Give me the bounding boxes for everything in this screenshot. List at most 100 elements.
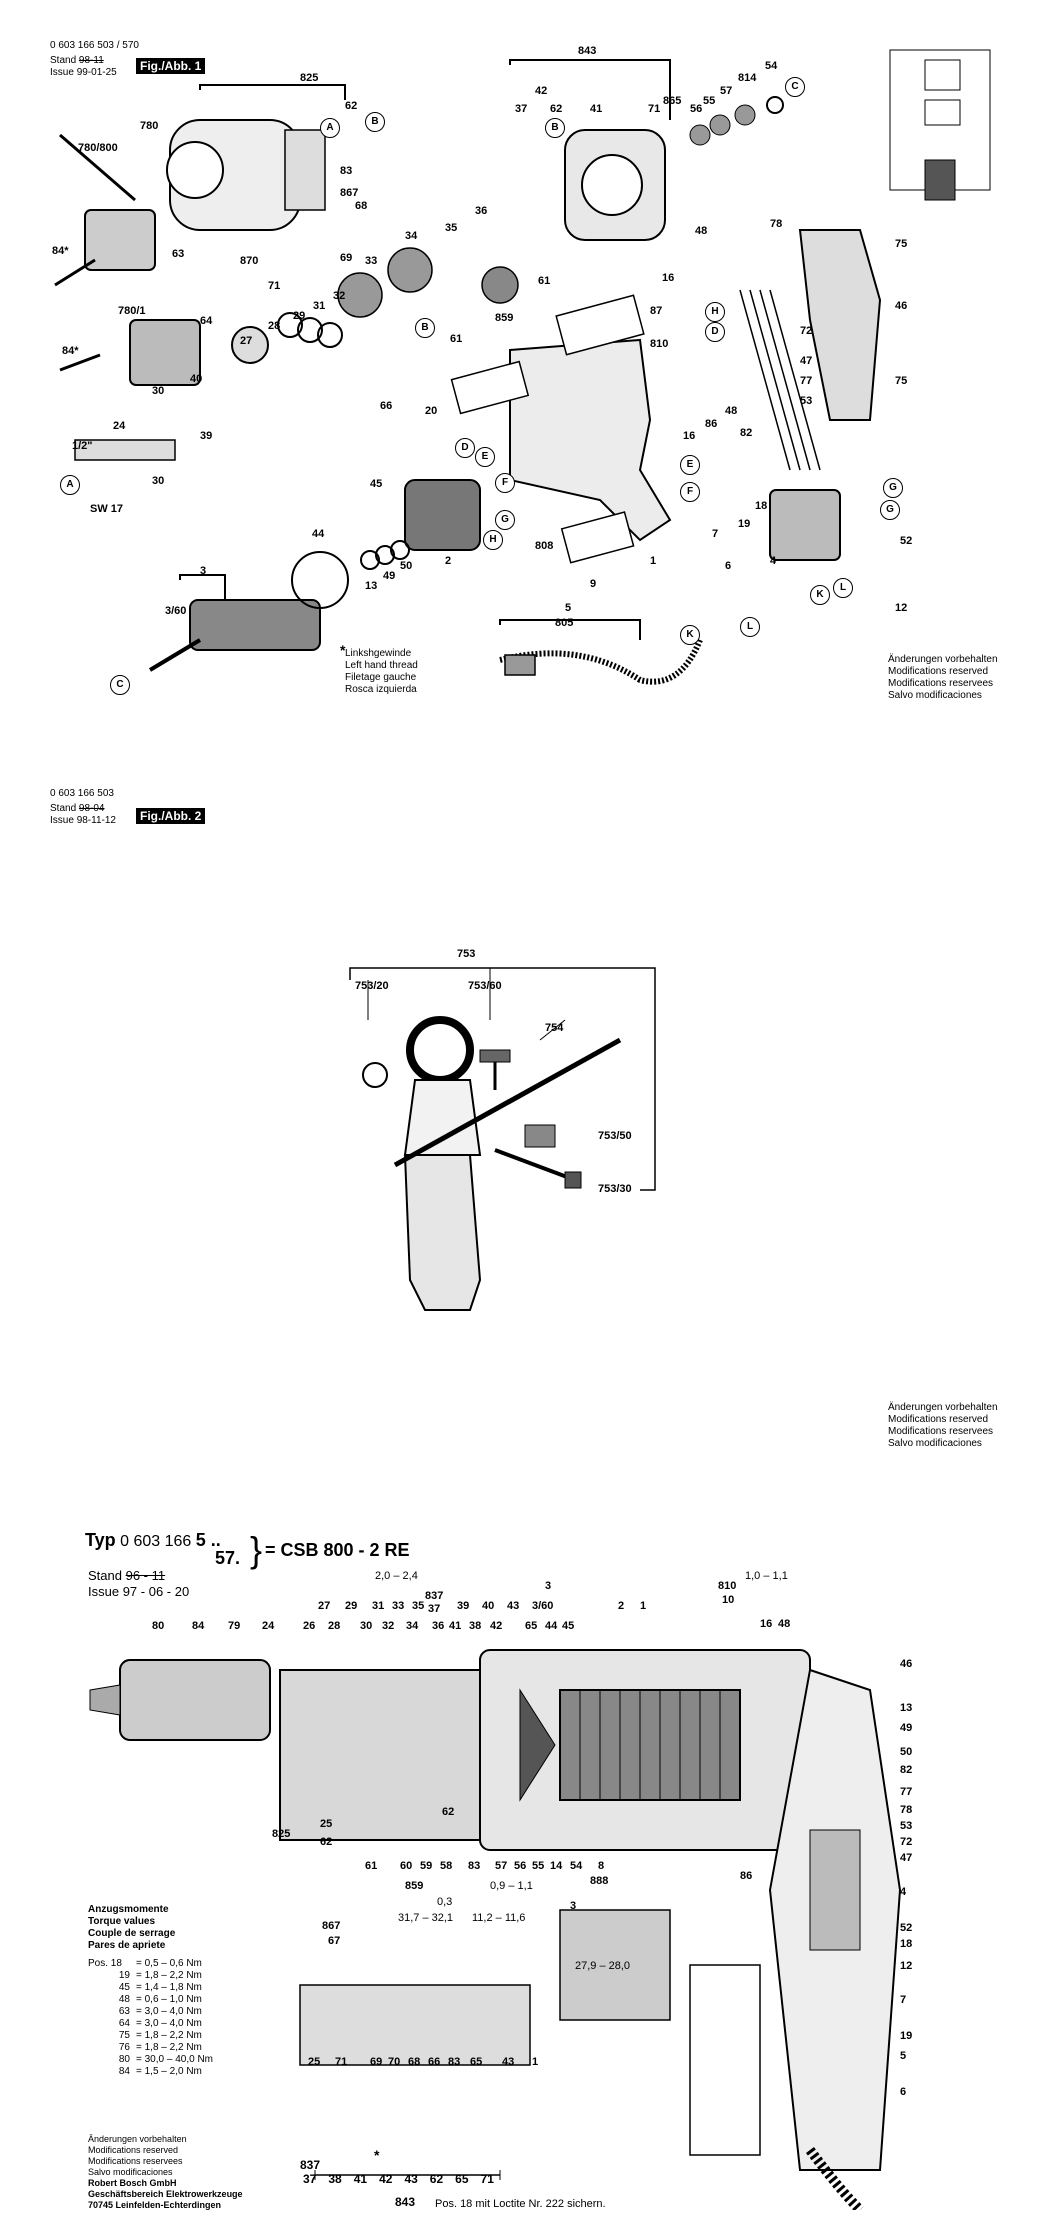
seq-total-843: 843	[395, 2195, 416, 2209]
torque-range: = 0,5 – 0,6 Nm	[136, 1958, 202, 1969]
s3-callout-54: 54	[570, 1860, 583, 1872]
callout-27: 27	[240, 335, 253, 347]
marker-a-1: A	[320, 118, 340, 138]
callout-sw17: SW 17	[90, 503, 124, 515]
sequence-row: 37 38 41 42 43 62 65 71	[303, 2172, 494, 2186]
callout-30b: 30	[152, 475, 165, 487]
s3-callout-1b: 1	[532, 2056, 539, 2068]
seq-41: 41	[353, 2172, 368, 2186]
s3-callout-888: 888	[590, 1875, 609, 1887]
callout-55: 55	[703, 95, 716, 107]
torque-row: Pos. 18= 0,5 – 0,6 Nm	[88, 1958, 213, 1970]
callout-870: 870	[240, 255, 259, 267]
torque-range: = 1,8 – 2,2 Nm	[136, 2042, 202, 2053]
marker-c-2: C	[785, 77, 805, 97]
callout-72: 72	[800, 325, 813, 337]
s3-callout-38: 38	[469, 1620, 482, 1632]
s3-callout-25b: 25	[308, 2056, 321, 2068]
s1-part-number: 0 603 166 503 / 570	[50, 40, 139, 51]
s3-callout-42: 42	[490, 1620, 503, 1632]
s2-issue-value: 98-11-12	[76, 815, 116, 826]
s2-stand: Stand 98-04	[50, 803, 105, 815]
loctite-note: Pos. 18 mit Loctite Nr. 222 sichern.	[435, 2198, 606, 2210]
s3-callout-49: 49	[900, 1722, 913, 1734]
callout-36: 36	[475, 205, 488, 217]
callout-35: 35	[445, 222, 458, 234]
s2-mod-line-4: Salvo modificaciones	[888, 1438, 982, 1449]
callout-2: 2	[445, 555, 452, 567]
callout-825: 825	[300, 72, 319, 84]
s3-callout-36: 36	[432, 1620, 445, 1632]
callout-865: 865	[663, 95, 682, 107]
typ-number: 0 603 166	[120, 1533, 192, 1550]
s3-callout-8: 8	[598, 1860, 605, 1872]
torque-range: = 1,8 – 2,2 Nm	[136, 1970, 202, 1981]
s3-callout-45: 45	[562, 1620, 575, 1632]
callout-57: 57	[720, 85, 733, 97]
seq-71: 71	[480, 2172, 494, 2186]
s1-fig-label: Fig./Abb. 1	[136, 58, 206, 74]
s3-callout-80: 80	[152, 1620, 165, 1632]
s3-callout-62: 62	[320, 1836, 333, 1848]
s1-issue: Issue 99-01-25	[50, 67, 117, 79]
s3-callout-33: 33	[392, 1600, 405, 1612]
s3-type-block: Typ 0 603 166 5 ..	[85, 1530, 221, 1551]
marker-f-1: F	[495, 473, 515, 493]
s2-mod-line-2: Modifications reserved	[888, 1414, 989, 1425]
marker-d-2: D	[705, 322, 725, 342]
s3-callout-79: 79	[228, 1620, 241, 1632]
torque-row: 19 = 1,8 – 2,2 Nm	[88, 1970, 213, 1982]
typ-variant-b: 57.	[215, 1548, 241, 1568]
torque-range: = 3,0 – 4,0 Nm	[136, 2018, 202, 2029]
marker-h-1: H	[483, 530, 503, 550]
s3-callout-82: 82	[900, 1764, 913, 1776]
callout-66: 66	[380, 400, 393, 412]
chuck-780	[84, 209, 156, 271]
seq-62: 62	[429, 2172, 444, 2186]
s3-callout-41: 41	[449, 1620, 462, 1632]
torque-row: 80= 30,0 – 40,0 Nm	[88, 2054, 213, 2066]
callout-half-inch: 1/2"	[72, 440, 93, 452]
model-name: = CSB 800 - 2 RE	[265, 1540, 410, 1560]
marker-b-2: B	[415, 318, 435, 338]
s1-stand-value: 98-11	[78, 55, 104, 66]
marker-g-3: G	[880, 500, 900, 520]
dim-2-0: 2,0 – 2,4	[375, 1570, 418, 1582]
marker-b-3: B	[545, 118, 565, 138]
handle-46	[798, 229, 882, 421]
s3-callout-867: 867	[322, 1920, 341, 1932]
legend-line-2: Left hand thread	[345, 660, 418, 671]
marker-e-1: E	[475, 447, 495, 467]
marker-k-1: K	[680, 625, 700, 645]
torque-range: = 3,0 – 4,0 Nm	[136, 2006, 202, 2017]
s3-callout-52: 52	[900, 1922, 913, 1934]
callout-64: 64	[200, 315, 213, 327]
callout-41: 41	[590, 103, 603, 115]
callout-13: 13	[365, 580, 378, 592]
s2-issue-label: Issue	[50, 815, 74, 826]
s1-stand: Stand 98-11	[50, 55, 104, 67]
s3-callout-35: 35	[412, 1600, 425, 1612]
torque-row: 76= 1,8 – 2,2 Nm	[88, 2042, 213, 2054]
s3-callout-66: 66	[428, 2056, 441, 2068]
torque-pos: 63	[118, 2006, 130, 2017]
callout-45: 45	[370, 478, 383, 490]
callout-71b: 71	[648, 103, 661, 115]
callout-1: 1	[650, 555, 657, 567]
torque-row: 75= 1,8 – 2,2 Nm	[88, 2030, 213, 2042]
callout-18: 18	[755, 500, 768, 512]
callout-29: 29	[293, 310, 306, 322]
marker-l-2: L	[833, 578, 853, 598]
callout-753-20: 753/20	[355, 980, 389, 992]
s3-callout-72: 72	[900, 1836, 913, 1848]
s3-callout-825: 825	[272, 1828, 291, 1840]
torque-title-3: Couple de serrage	[88, 1928, 176, 1939]
s3-callout-67: 67	[328, 1935, 341, 1947]
torque-pos: 19	[118, 1970, 130, 1981]
s3-callout-71: 71	[335, 2056, 348, 2068]
torque-pos: 75	[118, 2030, 130, 2041]
s3-callout-837: 837	[425, 1590, 444, 1602]
callout-843: 843	[578, 45, 597, 57]
s3-callout-4: 4	[900, 1886, 907, 1898]
torque-title-1: Anzugsmomente	[88, 1904, 169, 1915]
